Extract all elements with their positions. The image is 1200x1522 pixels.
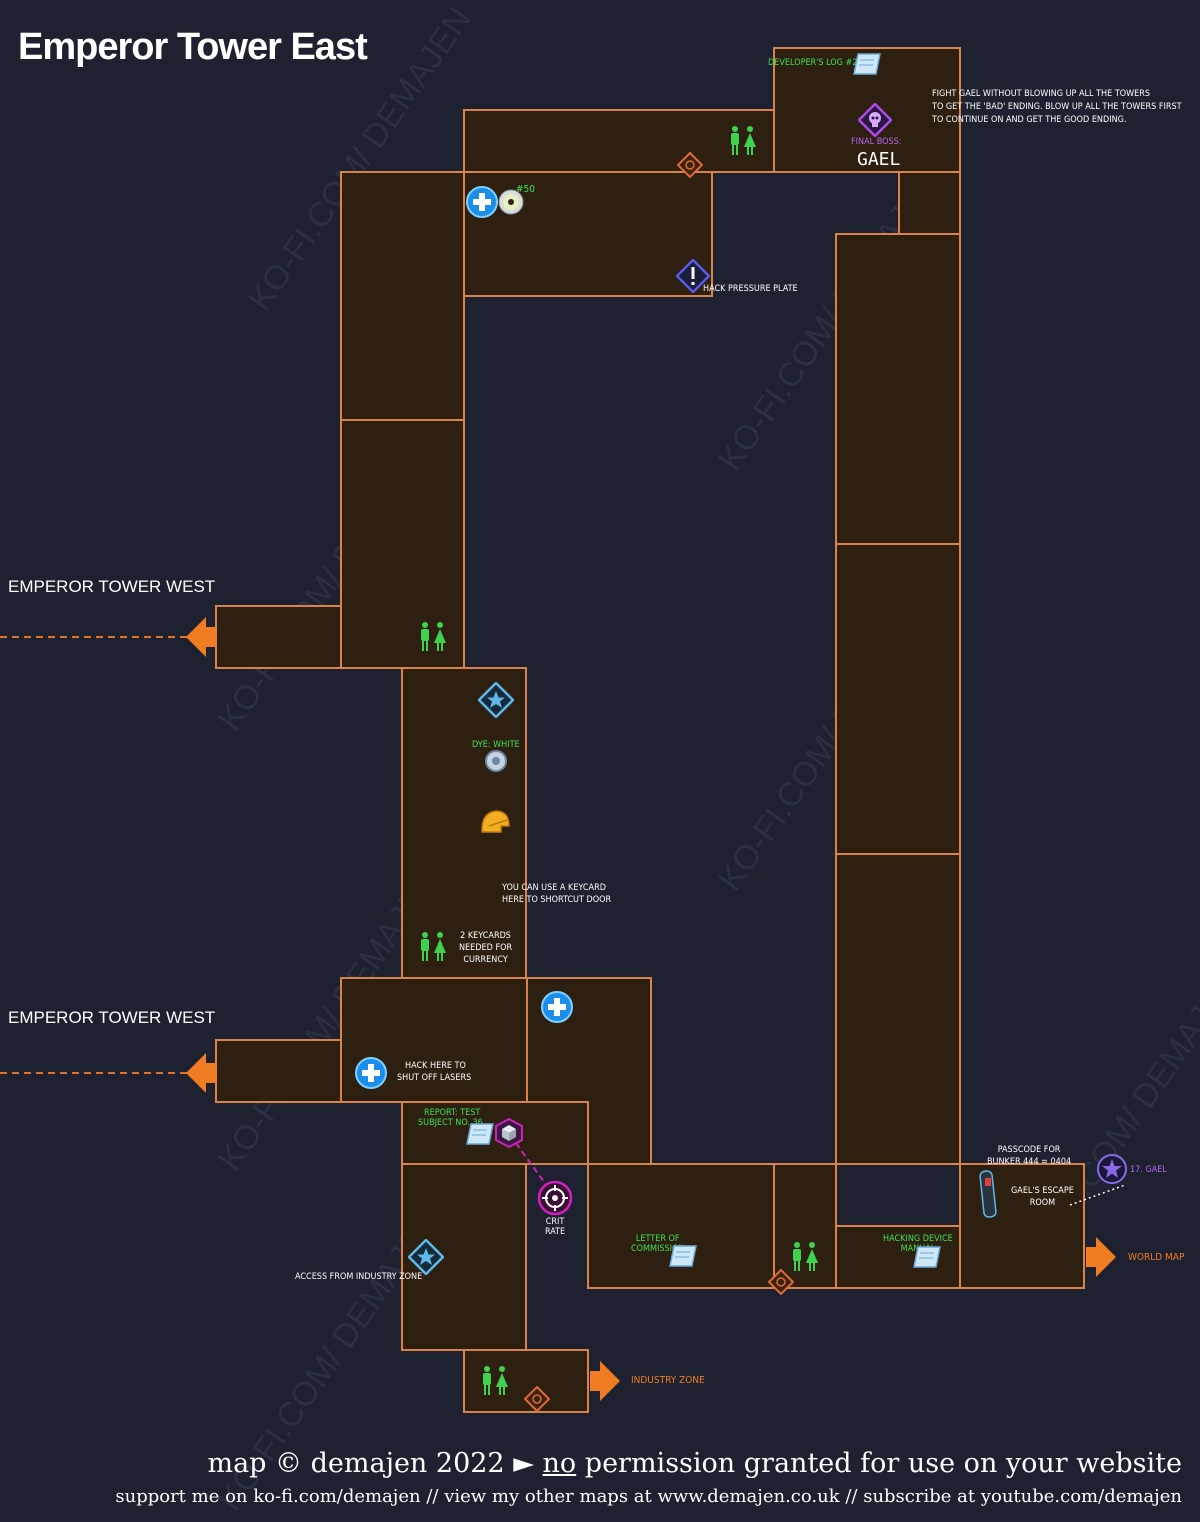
restroom-icon: [483, 1366, 508, 1395]
room: [773, 1163, 837, 1289]
copyright-line: map © demajen 2022 ► no permission grant…: [207, 1448, 1182, 1479]
datapad-icon[interactable]: [668, 1244, 698, 1268]
map-title: Emperor Tower East: [18, 26, 368, 68]
exit-arrow-icon[interactable]: [590, 1361, 622, 1401]
boss-ending-note: FIGHT GAEL WITHOUT BLOWING UP ALL THE TO…: [932, 89, 1182, 125]
datapad-icon[interactable]: [912, 1245, 942, 1269]
health-station-icon[interactable]: [541, 991, 573, 1023]
boss-name: GAEL: [857, 149, 901, 170]
room: [959, 1163, 1085, 1289]
cd-number-label: #50: [516, 184, 535, 195]
room: [898, 171, 961, 235]
exit-arrow-icon[interactable]: [186, 1053, 218, 1093]
boss-label: FINAL BOSS:: [851, 137, 902, 147]
health-station-icon[interactable]: [355, 1057, 387, 1089]
cd-icon[interactable]: [498, 189, 524, 215]
exit-arrow-icon[interactable]: [186, 617, 218, 657]
crit-target-icon[interactable]: [537, 1180, 573, 1216]
exit-label-west-upper[interactable]: EMPEROR TOWER WEST: [8, 577, 216, 596]
datapad-icon[interactable]: [852, 52, 882, 76]
restroom-icon: [793, 1242, 818, 1271]
support-line: support me on ko-fi.com/demajen // view …: [115, 1486, 1182, 1507]
restroom-icon: [421, 932, 446, 961]
cube-icon[interactable]: [494, 1118, 524, 1148]
boss-skull-icon[interactable]: [858, 103, 892, 137]
developers-log-label: DEVELOPER'S LOG #20: [768, 58, 863, 68]
exit-arrow-icon[interactable]: [1086, 1237, 1118, 1277]
restroom-icon: [731, 126, 756, 155]
mission-star-icon[interactable]: [408, 1239, 444, 1275]
room: [340, 419, 465, 669]
exit-label-west-lower[interactable]: EMPEROR TOWER WEST: [8, 1008, 216, 1027]
room: [587, 1163, 775, 1289]
save-point-icon[interactable]: [768, 1269, 794, 1295]
exit-label-industry-zone[interactable]: INDUSTRY ZONE: [631, 1375, 705, 1386]
datapad-icon[interactable]: [465, 1122, 495, 1146]
access-industry-note: ACCESS FROM INDUSTRY ZONE: [295, 1272, 423, 1282]
exit-label-world-map[interactable]: WORLD MAP: [1128, 1252, 1185, 1263]
dye-white-label: DYE: WHITE: [472, 740, 520, 750]
save-point-icon[interactable]: [677, 152, 703, 178]
room: [835, 853, 961, 1165]
health-station-icon[interactable]: [466, 186, 498, 218]
room: [835, 543, 961, 855]
restroom-icon: [421, 622, 446, 651]
helmet-icon[interactable]: [479, 808, 511, 836]
room: [215, 1039, 342, 1103]
hack-icon[interactable]: [676, 259, 710, 293]
dye-icon[interactable]: [484, 749, 508, 773]
room: [401, 667, 527, 979]
hack-pressure-plate-label: HACK PRESSURE PLATE: [703, 284, 798, 294]
room: [835, 233, 961, 545]
keycard-device-icon[interactable]: [979, 1170, 999, 1220]
star-icon[interactable]: [1097, 1154, 1127, 1184]
save-point-icon[interactable]: [524, 1386, 550, 1412]
gael-star-label: 17. GAEL: [1130, 1165, 1167, 1175]
room: [340, 171, 465, 421]
mission-star-icon[interactable]: [478, 682, 514, 718]
